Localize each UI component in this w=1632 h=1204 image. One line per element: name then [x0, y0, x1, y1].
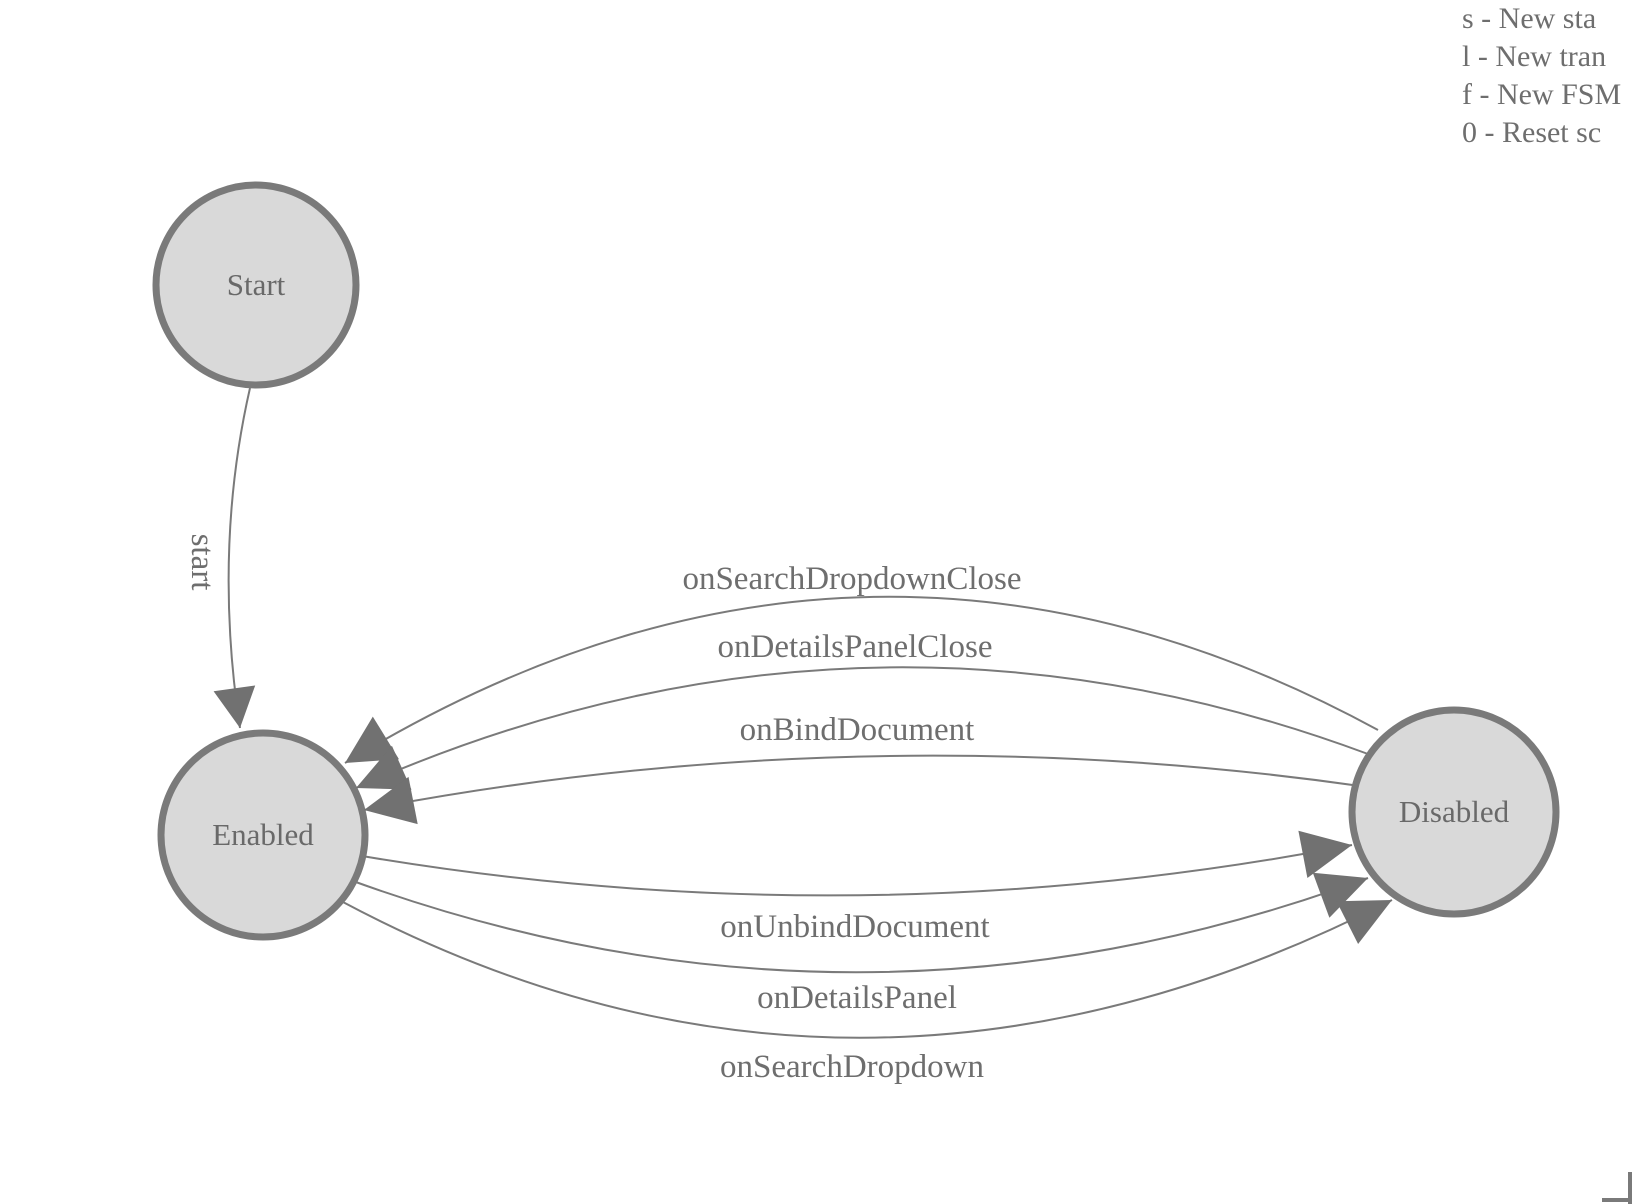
legend-line-new-state: s - New sta	[1462, 2, 1596, 35]
state-disabled[interactable]: Disabled	[1348, 706, 1560, 918]
arrowhead-search-dropdown-to-disabled	[1336, 900, 1392, 944]
corner-bracket-vertical	[1628, 1172, 1632, 1204]
corner-bracket	[1602, 1172, 1632, 1204]
edge-on-details-panel[interactable]	[352, 877, 1369, 974]
edge-label-on-unbind-document: onUnbindDocument	[720, 909, 989, 945]
corner-bracket-horizontal	[1602, 1198, 1632, 1202]
edge-label-on-search-dropdown-close: onSearchDropdownClose	[682, 561, 1021, 597]
state-disabled-circle[interactable]	[1348, 706, 1560, 918]
state-start-label: Start	[227, 267, 286, 302]
edge-on-search-dropdown[interactable]	[340, 899, 1393, 1039]
edge-label-on-bind-document: onBindDocument	[740, 712, 975, 748]
edge-on-bind-document[interactable]	[363, 754, 1361, 811]
edge-label-on-search-dropdown: onSearchDropdown	[720, 1049, 984, 1085]
state-start-circle[interactable]	[152, 181, 360, 389]
arrowhead-start-to-enabled	[213, 685, 256, 728]
shortcut-legend: s - New sta l - New tran f - New FSM 0 -…	[1462, 2, 1621, 149]
legend-line-new-fsm: f - New FSM	[1462, 78, 1621, 111]
edge-label-on-details-panel: onDetailsPanel	[757, 980, 957, 1016]
arrowhead-bind-document-to-enabled	[364, 776, 418, 825]
edge-on-details-panel-close[interactable]	[355, 666, 1369, 789]
edge-label-on-details-panel-close: onDetailsPanelClose	[718, 629, 993, 665]
edge-label-start: start	[184, 534, 220, 591]
state-start[interactable]: Start	[152, 181, 360, 389]
legend-line-new-transition: l - New tran	[1462, 40, 1606, 73]
edge-start[interactable]	[227, 387, 251, 729]
legend-line-reset: 0 - Reset sc	[1462, 116, 1601, 149]
state-enabled-circle[interactable]	[157, 729, 369, 941]
edge-on-search-dropdown-close[interactable]	[344, 595, 1379, 764]
state-disabled-label: Disabled	[1399, 794, 1510, 829]
arrowhead-details-panel-close-to-enabled	[356, 745, 412, 790]
arrowhead-unbind-document-to-disabled	[1298, 830, 1352, 878]
arrowhead-details-panel-to-disabled	[1312, 872, 1368, 918]
arrowhead-search-dropdown-close-to-enabled	[345, 716, 399, 763]
state-enabled[interactable]: Enabled	[157, 729, 369, 941]
state-enabled-label: Enabled	[212, 817, 314, 852]
edge-on-unbind-document[interactable]	[361, 844, 1353, 897]
